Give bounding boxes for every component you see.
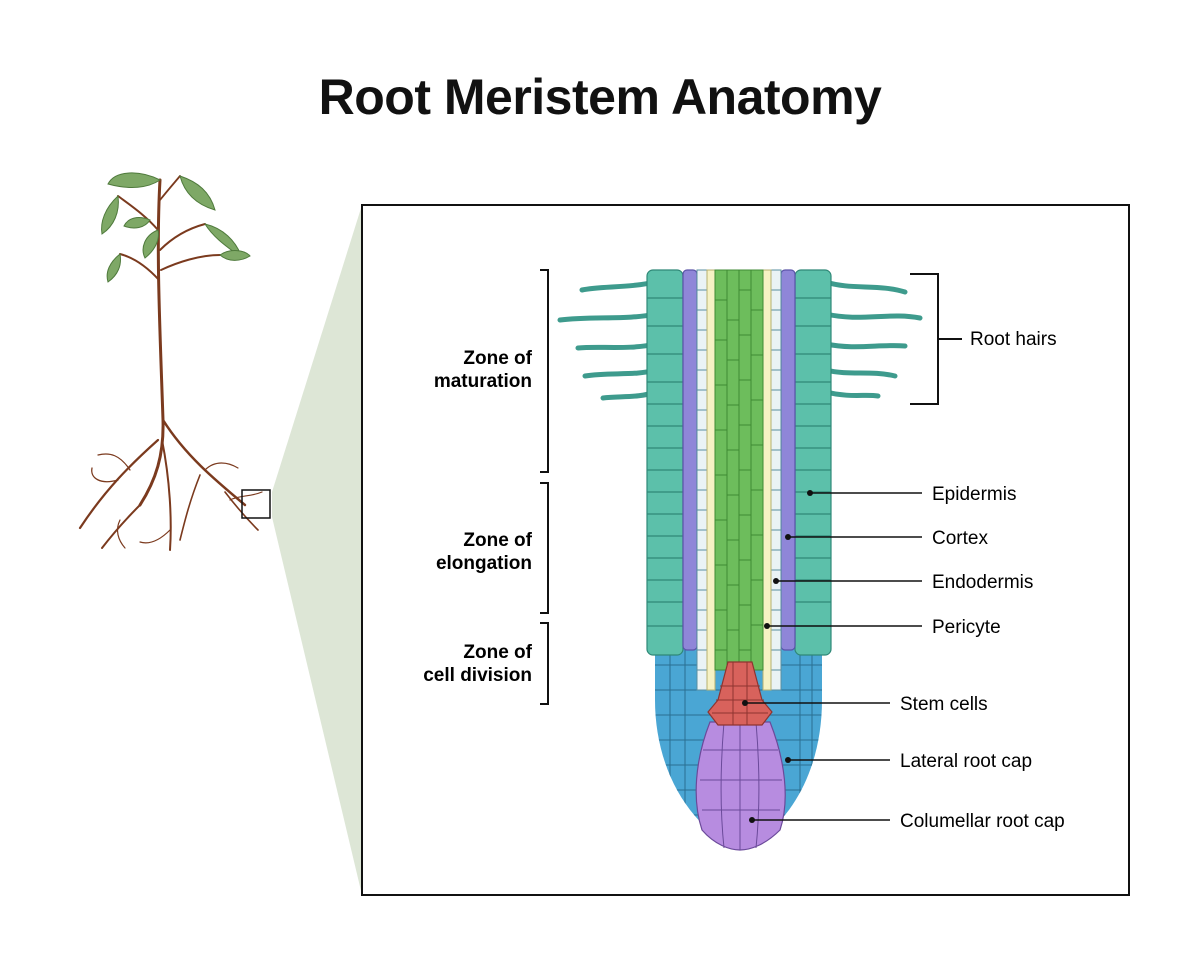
label-lateral-root-cap: Lateral root cap xyxy=(900,751,1032,772)
label-pericyte: Pericyte xyxy=(932,617,1001,638)
columella-cells xyxy=(700,721,782,850)
label-root-hairs: Root hairs xyxy=(970,329,1057,350)
plant-illustration xyxy=(78,175,263,551)
endodermis-cells xyxy=(697,289,781,671)
leader-lines xyxy=(745,492,922,821)
label-columellar-root-cap: Columellar root cap xyxy=(900,811,1065,832)
epidermis-layer xyxy=(646,269,832,656)
stem-cells-grid xyxy=(712,662,768,725)
zone-division-line2: cell division xyxy=(423,665,532,686)
zone-maturation-line1: Zone of xyxy=(463,348,532,369)
cortex-layer xyxy=(682,269,796,651)
zoom-wedge xyxy=(272,205,362,895)
vascular-cells xyxy=(715,270,763,670)
zoom-box xyxy=(241,489,271,519)
label-stem-cells: Stem cells xyxy=(900,694,988,715)
page-title: Root Meristem Anatomy xyxy=(318,69,882,125)
label-epidermis: Epidermis xyxy=(932,484,1016,505)
columellar-root-cap-shape xyxy=(695,721,786,851)
root-hairs-bracket xyxy=(910,273,962,405)
zone-maturation-line2: maturation xyxy=(434,371,532,392)
zone-elongation-line1: Zone of xyxy=(463,530,532,551)
zone-elongation-line2: elongation xyxy=(436,553,532,574)
leader-dots xyxy=(742,490,813,823)
leaves xyxy=(101,172,251,283)
zone-brackets xyxy=(540,269,549,705)
label-cortex: Cortex xyxy=(932,528,988,549)
epidermis-cells xyxy=(647,297,831,627)
stem-cells-shape xyxy=(707,661,773,726)
zone-division-line1: Zone of xyxy=(463,642,532,663)
label-endodermis: Endodermis xyxy=(932,572,1033,593)
